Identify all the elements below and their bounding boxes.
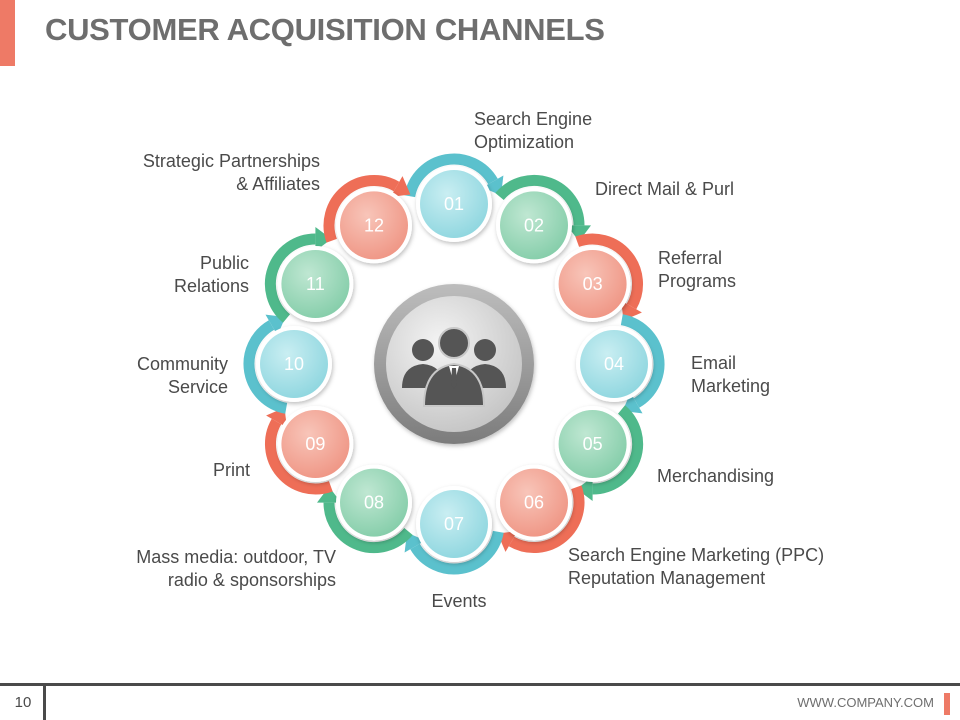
channel-label-03: Referral Programs (658, 248, 737, 291)
cycle-arrow-02 (495, 174, 585, 226)
channel-number-03: 03 (583, 274, 603, 294)
channel-number-09: 09 (305, 434, 325, 454)
business-team-icon (402, 327, 506, 407)
channel-label-08: Mass media: outdoor, TV radio & sponsors… (136, 547, 336, 590)
channel-label-07: Events (431, 591, 487, 611)
channel-label-02: Direct Mail & Purl (595, 179, 735, 199)
channel-node-06: 06 (496, 464, 572, 541)
cycle-arrowhead-12 (390, 176, 411, 197)
cycle-arrowhead-05 (576, 477, 593, 501)
channel-number-01: 01 (444, 194, 464, 214)
channel-label-09: Print (212, 460, 250, 480)
channel-number-12: 12 (364, 215, 384, 235)
channel-label-04: Email Marketing (691, 353, 771, 396)
cycle-arrow-03 (575, 233, 643, 310)
company-url: WWW.COMPANY.COM (797, 695, 934, 710)
title-accent-bar (0, 0, 15, 66)
channel-number-11: 11 (306, 274, 325, 294)
cycle-arrowhead-08 (317, 486, 341, 503)
channel-number-07: 07 (444, 514, 464, 534)
cycle-arrowhead-02 (567, 225, 591, 242)
cycle-arrow-06 (508, 485, 585, 553)
center-hub (374, 284, 534, 444)
cycle-arrow-07 (410, 530, 504, 575)
channel-node-03: 03 (554, 246, 631, 322)
cycle-arrow-09 (265, 418, 333, 495)
channel-number-05: 05 (583, 434, 603, 454)
cycle-arrowhead-11 (315, 227, 332, 251)
channel-node-01: 01 (416, 166, 492, 242)
cycle-arrow-05 (592, 405, 644, 495)
footer-vertical-divider (43, 686, 46, 720)
channel-node-07: 07 (416, 486, 492, 562)
cycle-arrow-10 (243, 320, 288, 414)
cycle-arrow-11 (264, 233, 316, 323)
footer-accent-bar (944, 693, 950, 715)
channel-node-12: 12 (336, 187, 412, 264)
channel-label-10: Community Service (136, 354, 228, 397)
cycle-arrow-01 (404, 153, 498, 198)
channel-node-04: 04 (576, 326, 652, 402)
page-title: CUSTOMER ACQUISITION CHANNELS (45, 12, 605, 47)
channel-number-04: 04 (604, 354, 624, 374)
channel-label-11: Public Relations (173, 253, 249, 296)
channel-number-10: 10 (284, 354, 304, 374)
channel-label-01: Search Engine Optimization (474, 109, 593, 152)
cycle-arrow-12 (323, 175, 400, 243)
channel-node-09: 09 (277, 406, 354, 482)
channel-number-02: 02 (524, 215, 544, 235)
channel-node-10: 10 (256, 326, 332, 402)
page-number: 10 (14, 694, 32, 711)
channel-node-02: 02 (496, 187, 572, 264)
channel-node-05: 05 (554, 406, 631, 482)
footer-divider-line (0, 683, 960, 686)
cycle-arrow-08 (323, 502, 413, 554)
cycle-arrow-04 (620, 314, 665, 408)
channel-node-08: 08 (336, 464, 412, 541)
channel-number-08: 08 (364, 493, 384, 513)
channel-node-11: 11 (277, 246, 354, 322)
channel-label-12: Strategic Partnerships & Affiliates (142, 151, 320, 194)
channel-label-06: Search Engine Marketing (PPC) Reputation… (568, 545, 825, 588)
channel-number-06: 06 (524, 493, 544, 513)
channel-label-05: Merchandising (657, 466, 775, 486)
